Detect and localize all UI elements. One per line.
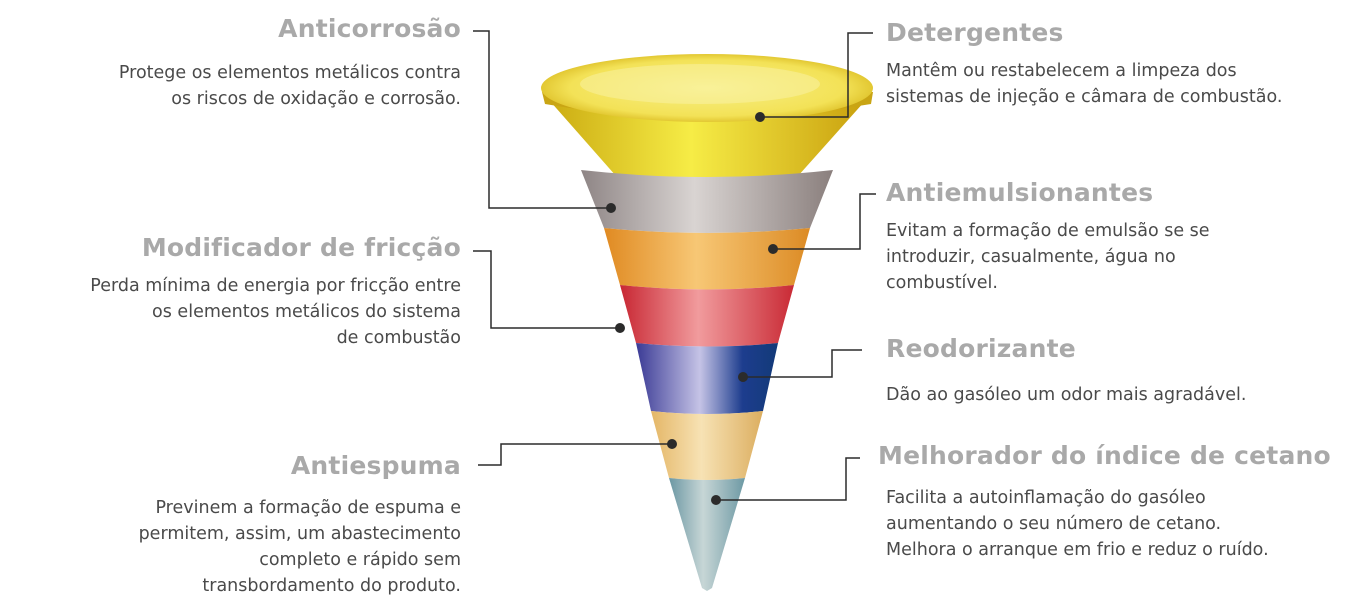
desc-antiemulsionantes: Evitam a formação de emulsão se se intro… bbox=[886, 218, 1210, 296]
title-antiespuma: Antiespuma bbox=[290, 451, 461, 480]
title-modificador-friccao: Modificador de fricção bbox=[141, 233, 461, 262]
dot-detergentes bbox=[755, 112, 765, 122]
desc-line: de combustão bbox=[336, 328, 461, 348]
desc-detergentes: Mantêm ou restabelecem a limpeza dos sis… bbox=[886, 58, 1282, 110]
layer-cetano bbox=[669, 478, 745, 591]
layer-anticorrosao-fix bbox=[581, 170, 833, 233]
desc-line: permitem, assim, um abastecimento bbox=[138, 524, 461, 544]
layer-antiespuma bbox=[651, 411, 763, 480]
desc-melhorador-cetano: Facilita a autoinflamação do gasóleo aum… bbox=[886, 485, 1269, 563]
connector-dots bbox=[606, 112, 778, 505]
desc-line: introduzir, casualmente, água no bbox=[886, 247, 1176, 267]
dot-cetano bbox=[711, 495, 721, 505]
dot-modificador bbox=[615, 323, 625, 333]
title-detergentes: Detergentes bbox=[886, 18, 1064, 47]
desc-line: aumentando o seu número de cetano. bbox=[886, 514, 1222, 534]
desc-antiespuma: Previnem a formação de espuma e permitem… bbox=[139, 495, 461, 599]
desc-line: Evitam a formação de emulsão se se bbox=[886, 221, 1210, 241]
desc-line: Facilita a autoinflamação do gasóleo bbox=[886, 488, 1206, 508]
desc-line: transbordamento do produto. bbox=[202, 576, 461, 596]
layer-antiemulsionantes bbox=[604, 228, 810, 290]
layer-modificador bbox=[620, 285, 794, 347]
title-antiemulsionantes: Antiemulsionantes bbox=[886, 178, 1154, 207]
cone-layers bbox=[541, 54, 873, 591]
cone-top-shine bbox=[580, 64, 820, 104]
desc-line: Protege os elementos metálicos contra bbox=[118, 63, 461, 83]
desc-line: Previnem a formação de espuma e bbox=[155, 498, 461, 518]
cone-top bbox=[541, 54, 873, 122]
desc-modificador-friccao: Perda mínima de energia por fricção entr… bbox=[90, 273, 461, 351]
title-melhorador-cetano: Melhorador do índice de cetano bbox=[878, 441, 1331, 470]
connector-antiemulsionantes bbox=[773, 193, 876, 250]
dot-reodorizante bbox=[738, 372, 748, 382]
desc-line: Perda mínima de energia por fricção entr… bbox=[90, 276, 461, 296]
desc-line: combustível. bbox=[886, 273, 998, 293]
dot-antiemulsionantes bbox=[768, 244, 778, 254]
desc-reodorizante: Dão ao gasóleo um odor mais agradável. bbox=[886, 382, 1246, 408]
connector-modificador bbox=[473, 250, 620, 329]
connector-reodorizante bbox=[743, 349, 862, 378]
desc-line: sistemas de injeção e câmara de combustã… bbox=[886, 87, 1283, 107]
desc-line: Melhora o arranque em frio e reduz o ruí… bbox=[886, 540, 1269, 560]
desc-anticorrosao: Protege os elementos metálicos contra os… bbox=[119, 60, 461, 112]
desc-line: Mantêm ou restabelecem a limpeza dos bbox=[886, 61, 1237, 81]
dot-anticorrosao bbox=[606, 203, 616, 213]
connectors bbox=[473, 30, 876, 501]
desc-line: os riscos de oxidação e corrosão. bbox=[171, 89, 461, 109]
layer-reodorizante bbox=[636, 343, 778, 414]
dot-antiespuma bbox=[667, 439, 677, 449]
connector-antiespuma bbox=[478, 443, 672, 466]
connector-detergentes bbox=[760, 32, 873, 118]
desc-line: os elementos metálicos do sistema bbox=[152, 302, 461, 322]
title-anticorrosao: Anticorrosão bbox=[278, 14, 461, 43]
desc-line: completo e rápido sem bbox=[259, 550, 461, 570]
title-reodorizante: Reodorizante bbox=[886, 334, 1076, 363]
desc-line: Dão ao gasóleo um odor mais agradável. bbox=[886, 385, 1247, 405]
connector-anticorrosao bbox=[473, 30, 611, 209]
connector-cetano bbox=[716, 457, 860, 501]
